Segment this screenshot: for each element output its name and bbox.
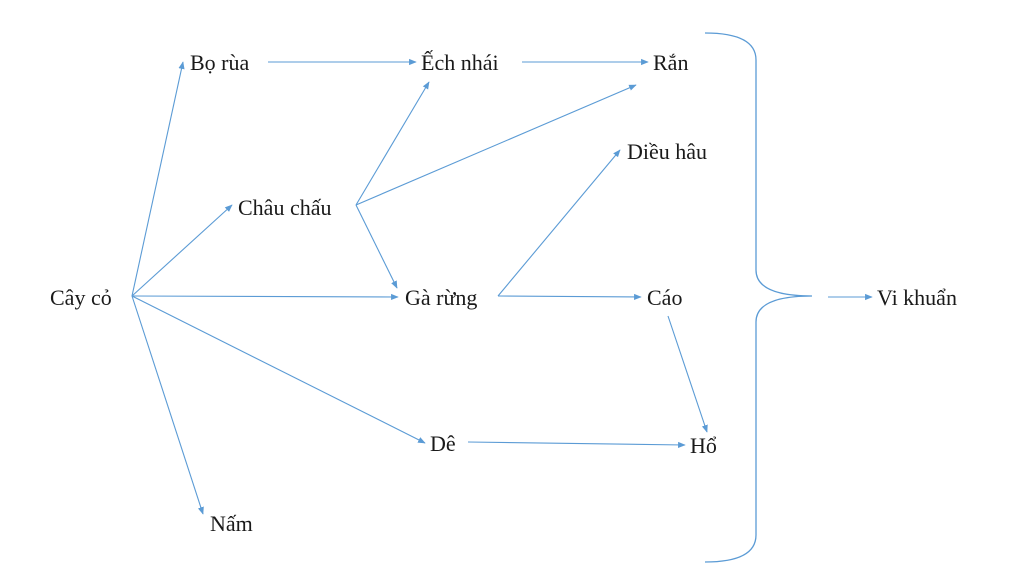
node-cao: Cáo <box>647 285 683 310</box>
node-ech-nhai: Ếch nhái <box>421 50 499 75</box>
node-nam: Nấm <box>210 511 253 536</box>
node-dieu-hau: Diều hâu <box>627 139 708 164</box>
edge-cay-co-to-nam <box>131 295 204 515</box>
edge-cay-co-to-de <box>131 295 426 444</box>
node-vi-khuan: Vi khuẩn <box>877 285 957 310</box>
consumer-brace <box>704 32 813 563</box>
edge-chau-chau-to-ga-rung <box>355 204 398 289</box>
edge-ga-rung-to-cao <box>497 293 642 301</box>
node-bo-rua: Bọ rùa <box>190 50 250 75</box>
edge-ga-rung-to-dieu-hau <box>497 149 621 297</box>
node-de: Dê <box>430 431 456 456</box>
node-cay-co: Cây cỏ <box>50 285 112 310</box>
edge-cay-co-to-chau-chau <box>131 204 233 297</box>
edge-chau-chau-to-ran <box>355 84 637 206</box>
edge-cay-co-to-ga-rung <box>131 293 399 301</box>
edge-de-to-ho <box>467 441 686 448</box>
node-chau-chau: Châu chấu <box>238 195 332 220</box>
edge-cao-to-ho <box>667 315 708 433</box>
edge-cay-co-to-bo-rua <box>131 61 185 297</box>
node-ga-rung: Gà rừng <box>405 285 478 310</box>
node-ran: Rắn <box>653 50 689 75</box>
node-ho: Hổ <box>690 433 717 458</box>
edge-chau-chau-to-ech-nhai <box>355 81 430 206</box>
